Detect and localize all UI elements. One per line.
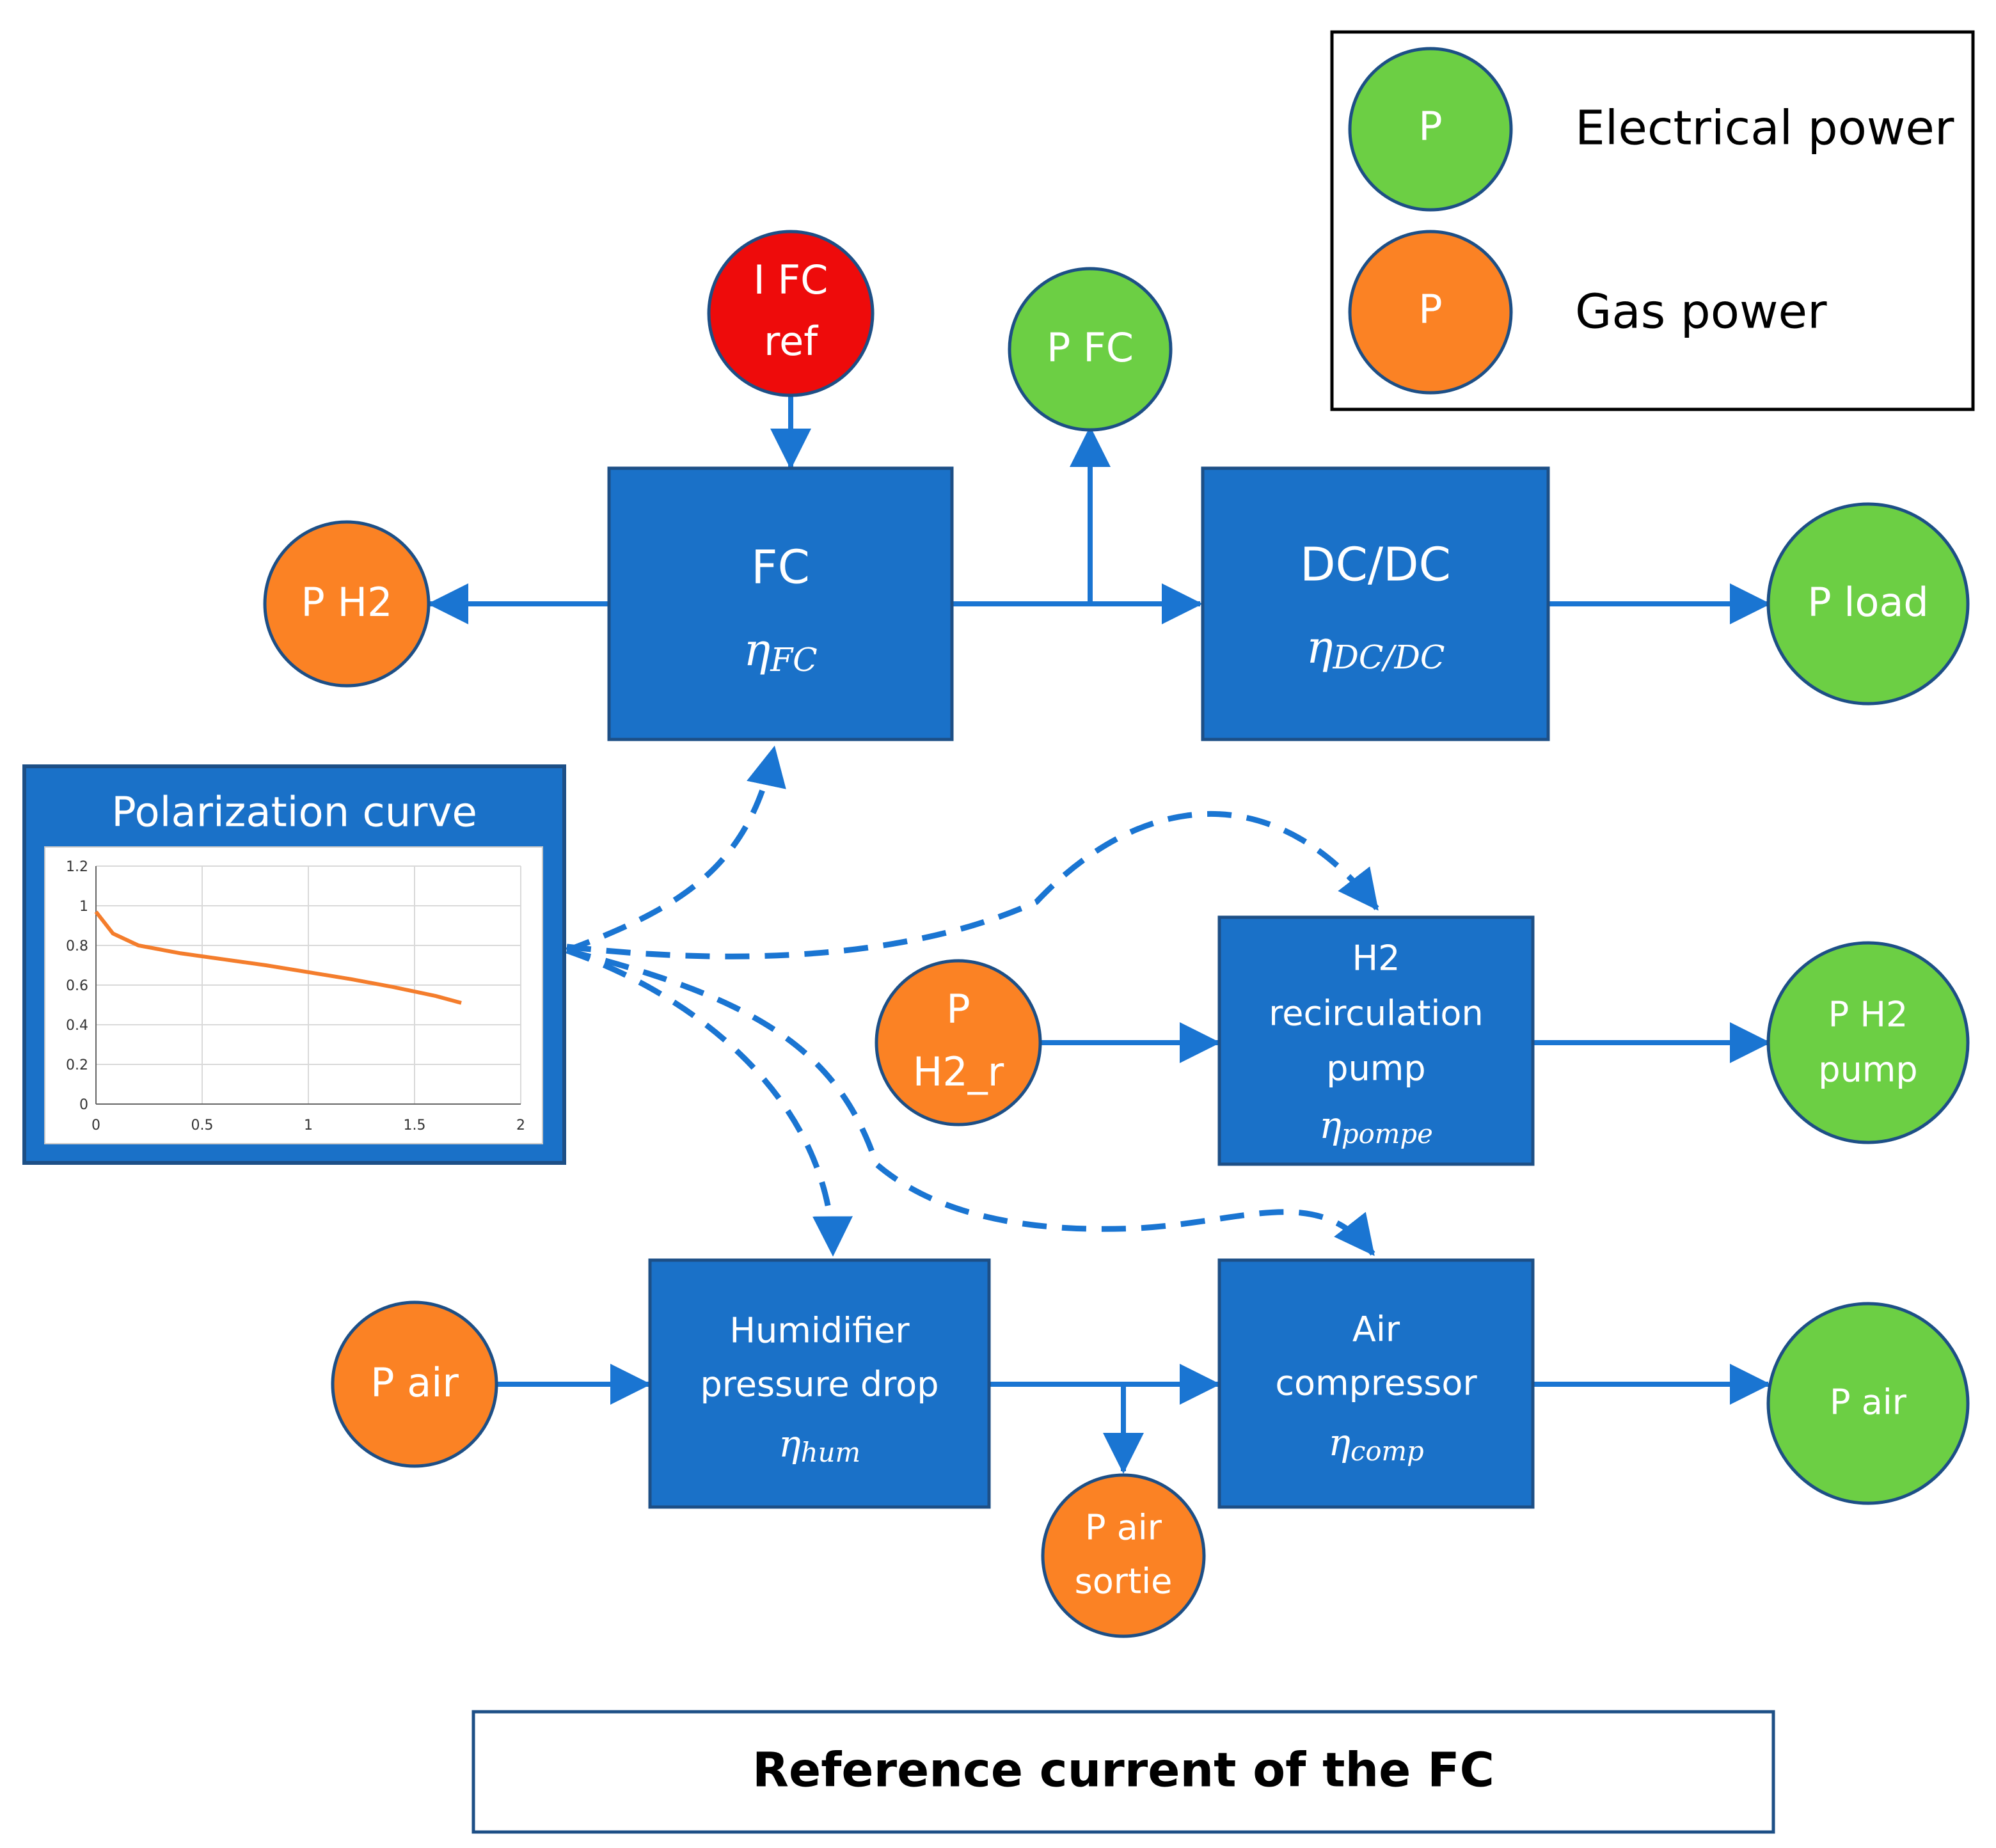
fc-efficiency: ηFC: [743, 624, 817, 679]
legend-gas-symbol: P: [1418, 286, 1442, 333]
y-tick-label: 0.4: [66, 1018, 88, 1034]
node-p-air-sortie: P air sortie: [1041, 1473, 1206, 1638]
legend-electrical-swatch: [1348, 47, 1513, 212]
humidifier-block: Humidifier pressure drop ηhum: [648, 1258, 991, 1509]
node-i-fc-ref: I FC ref: [707, 230, 875, 397]
node-p-air-in: P air: [331, 1300, 498, 1468]
node-p-h2-r-line1: P: [946, 986, 970, 1032]
dcdc-block: DC/DC ηDC/DC: [1201, 466, 1550, 741]
node-p-h2-pump-line2: pump: [1818, 1050, 1917, 1090]
dashed-arrow-to-fc: [566, 745, 786, 954]
dashed-arrow-to-h2-pump: [566, 810, 1379, 960]
polarization-curve-line: [94, 910, 462, 1005]
node-p-fc: P FC: [1008, 267, 1173, 432]
node-p-load-label: P load: [1807, 579, 1929, 626]
x-tick-label: 2: [516, 1117, 525, 1133]
legend-gas-swatch: [1348, 230, 1513, 395]
node-p-air-in-label: P air: [370, 1359, 459, 1406]
node-p-h2-pump-line1: P H2: [1828, 995, 1908, 1035]
caption-text: Reference current of the FC: [752, 1743, 1494, 1798]
y-tick-label: 1: [79, 899, 88, 915]
h2-pump-line2: recirculation: [1269, 993, 1483, 1034]
node-p-air-out-label: P air: [1830, 1382, 1907, 1423]
y-tick-label: 0.6: [66, 978, 88, 994]
node-p-air-sortie-line1: P air: [1085, 1508, 1162, 1548]
humidifier-line2: pressure drop: [700, 1364, 939, 1405]
node-p-air-out: P air: [1766, 1302, 1970, 1505]
node-p-h2-pump: P H2 pump: [1766, 941, 1970, 1144]
humidifier-line1: Humidifier: [729, 1311, 910, 1351]
x-tick-label: 0: [91, 1117, 100, 1133]
dashed-arrow-to-compressor: [566, 947, 1375, 1256]
legend-gas-label: Gas power: [1575, 285, 1827, 340]
polarization-chart-area: [44, 846, 543, 1144]
y-tick-label: 1.2: [66, 859, 88, 875]
caption-box: [471, 1710, 1775, 1834]
reference-current-arrows: [566, 745, 1379, 1257]
node-p-h2-r: P H2_r: [875, 959, 1042, 1126]
h2-pump-line1: H2: [1352, 938, 1400, 979]
node-p-load: P load: [1766, 502, 1970, 706]
x-tick-label: 1.5: [404, 1117, 426, 1133]
node-p-h2-r-line2: H2_r: [913, 1048, 1004, 1095]
compressor-block: Air compressor ηcomp: [1217, 1258, 1535, 1509]
humidifier-efficiency: ηhum: [779, 1422, 860, 1467]
dashed-arrow-to-humidifier: [566, 947, 853, 1257]
polarization-y-ticks: 0 0.2 0.4 0.6 0.8 1 1.2: [66, 859, 88, 1113]
legend-electrical-label: Electrical power: [1575, 101, 1954, 156]
legend-electrical-symbol: P: [1418, 103, 1442, 150]
node-i-fc-ref-line1: I FC: [754, 257, 828, 303]
dcdc-title: DC/DC: [1300, 538, 1451, 592]
compressor-line2: compressor: [1275, 1363, 1477, 1403]
dcdc-efficiency: ηDC/DC: [1306, 621, 1445, 676]
h2-pump-efficiency: ηpompe: [1319, 1103, 1433, 1149]
y-tick-label: 0.8: [66, 938, 88, 954]
node-p-air-sortie-line2: sortie: [1075, 1561, 1173, 1602]
y-tick-label: 0: [79, 1097, 88, 1113]
legend: P Electrical power P Gas power: [1330, 30, 1975, 411]
polarization-title: Polarization curve: [111, 789, 477, 837]
node-p-h2-label: P H2: [301, 579, 392, 626]
fc-title: FC: [751, 541, 810, 594]
caption: Reference current of the FC: [471, 1710, 1775, 1834]
y-tick-label: 0.2: [66, 1057, 88, 1073]
x-tick-label: 0.5: [191, 1117, 214, 1133]
polarization-panel: Polarization curve 0 0.2 0.4 0.6 0.8 1 1.2 0 0.…: [22, 764, 566, 1165]
h2-pump-line3: pump: [1326, 1048, 1425, 1089]
flow-arrows: [427, 397, 1771, 1474]
fc-block: FC ηFC: [607, 466, 954, 741]
polarization-x-ticks: 0 0.5 1 1.5 2: [91, 1117, 525, 1133]
compressor-line1: Air: [1352, 1309, 1400, 1350]
h2-pump-block: H2 recirculation pump ηpompe: [1217, 915, 1535, 1166]
node-p-h2: P H2: [263, 520, 431, 688]
x-tick-label: 1: [304, 1117, 313, 1133]
compressor-efficiency: ηcomp: [1328, 1421, 1424, 1466]
node-p-fc-label: P FC: [1047, 324, 1134, 371]
node-i-fc-ref-line2: ref: [764, 318, 819, 365]
